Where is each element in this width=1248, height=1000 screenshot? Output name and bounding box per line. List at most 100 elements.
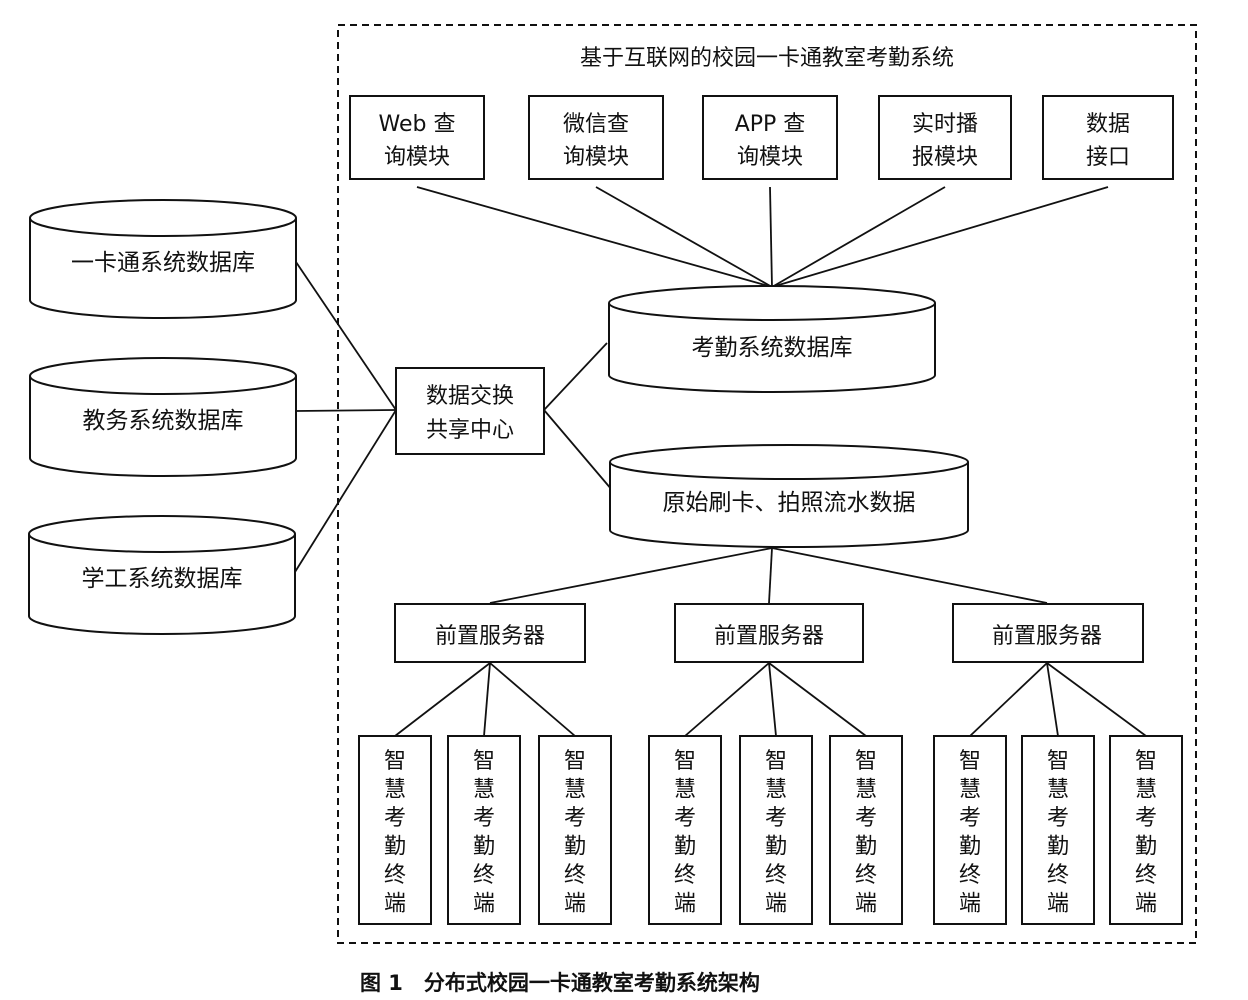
terminal-label-char: 端 [855, 892, 877, 917]
module-frame [878, 95, 1012, 180]
front-server-box: 前置服务器 [674, 603, 864, 663]
raw-to-server-line [768, 547, 773, 604]
server-to-terminal-line [483, 662, 491, 737]
front-server-frame [394, 603, 586, 663]
external-database: 一卡通系统数据库 [29, 199, 297, 319]
database-label: 学工系统数据库 [82, 566, 243, 592]
module-label-line: Web 查 [379, 112, 456, 137]
terminal-label-char: 终 [473, 863, 495, 888]
terminal-label-char: 慧 [564, 778, 586, 803]
module-frame [702, 95, 838, 180]
terminal-label-char: 智 [384, 749, 406, 774]
db-to-exchange-line [295, 261, 397, 411]
module-label-line: 询模块 [737, 145, 803, 170]
front-server-label: 前置服务器 [435, 624, 545, 649]
module-label-line: 微信查 [563, 112, 629, 137]
module-connector [416, 186, 773, 288]
module-label-line: 实时播 [912, 112, 978, 137]
terminal-label-char: 慧 [855, 778, 877, 803]
front-server-box: 前置服务器 [394, 603, 586, 663]
terminal-label-char: 智 [473, 749, 495, 774]
terminal-label-char: 端 [959, 892, 981, 917]
terminal-label-char: 勤 [765, 835, 787, 860]
module-label-line: 询模块 [563, 145, 629, 170]
terminal-label-char: 考 [855, 806, 877, 831]
terminal-label-char: 智 [1047, 749, 1069, 774]
terminal-label-char: 终 [959, 863, 981, 888]
module-connector [769, 186, 773, 288]
external-database: 学工系统数据库 [28, 515, 296, 635]
raw-to-server-line [489, 547, 773, 604]
terminal-label-char: 勤 [384, 835, 406, 860]
cylinder-top [28, 515, 296, 553]
terminal-label-char: 考 [384, 806, 406, 831]
cylinder-top [29, 199, 297, 237]
terminal-label-char: 慧 [959, 778, 981, 803]
cylinder-body [29, 376, 297, 477]
cylinder-body [28, 534, 296, 635]
terminal-label-char: 勤 [473, 835, 495, 860]
module-label-line: 接口 [1086, 145, 1130, 170]
terminal-label-char: 智 [959, 749, 981, 774]
terminal-label-char: 考 [1047, 806, 1069, 831]
module-frame [349, 95, 485, 180]
module-label-line: APP 查 [735, 112, 806, 137]
terminal-label-char: 考 [959, 806, 981, 831]
terminal-label-char: 端 [674, 892, 696, 917]
terminal-label-char: 终 [564, 863, 586, 888]
exchange-to-attendance-line [543, 342, 608, 411]
terminal-label-char: 考 [765, 806, 787, 831]
module-frame [528, 95, 664, 180]
module-connector [771, 186, 1109, 288]
exchange-to-raw-line [543, 409, 613, 491]
module-connector [595, 186, 773, 288]
terminal-label-char: 勤 [1135, 835, 1157, 860]
module-label-line: 询模块 [384, 145, 450, 170]
terminal-frame [739, 735, 813, 925]
server-to-terminal-line [768, 662, 777, 737]
terminal-label-char: 智 [1135, 749, 1157, 774]
terminal-label-char: 终 [765, 863, 787, 888]
database-label: 考勤系统数据库 [692, 335, 853, 361]
exchange-center-label: 数据交换 [426, 384, 514, 409]
terminal-label-char: 考 [674, 806, 696, 831]
cylinder-body [608, 303, 936, 393]
terminal-label-char: 端 [564, 892, 586, 917]
cylinder-top [609, 444, 969, 480]
front-server-box: 前置服务器 [952, 603, 1144, 663]
attendance-database: 考勤系统数据库 [608, 285, 936, 393]
terminal-label-char: 勤 [674, 835, 696, 860]
cylinder-body [609, 462, 969, 548]
figure-caption: 图 1 分布式校园一卡通教室考勤系统架构 [360, 971, 760, 995]
terminal-label-char: 勤 [855, 835, 877, 860]
terminal-label-char: 智 [674, 749, 696, 774]
server-to-terminal-line [684, 662, 770, 737]
module-label-line: 数据 [1086, 112, 1130, 137]
db-to-exchange-line [295, 409, 397, 412]
server-to-terminal-line [1046, 662, 1147, 737]
terminal-label-char: 终 [1047, 863, 1069, 888]
front-server-frame [952, 603, 1144, 663]
db-to-exchange-line [294, 409, 397, 573]
external-database: 教务系统数据库 [29, 357, 297, 477]
terminal-label-char: 智 [564, 749, 586, 774]
terminal-frame [538, 735, 612, 925]
terminal-label-char: 终 [1135, 863, 1157, 888]
exchange-center-frame [395, 367, 545, 455]
cylinder-body [29, 218, 297, 319]
terminal-label-char: 端 [384, 892, 406, 917]
terminal-label-char: 慧 [674, 778, 696, 803]
